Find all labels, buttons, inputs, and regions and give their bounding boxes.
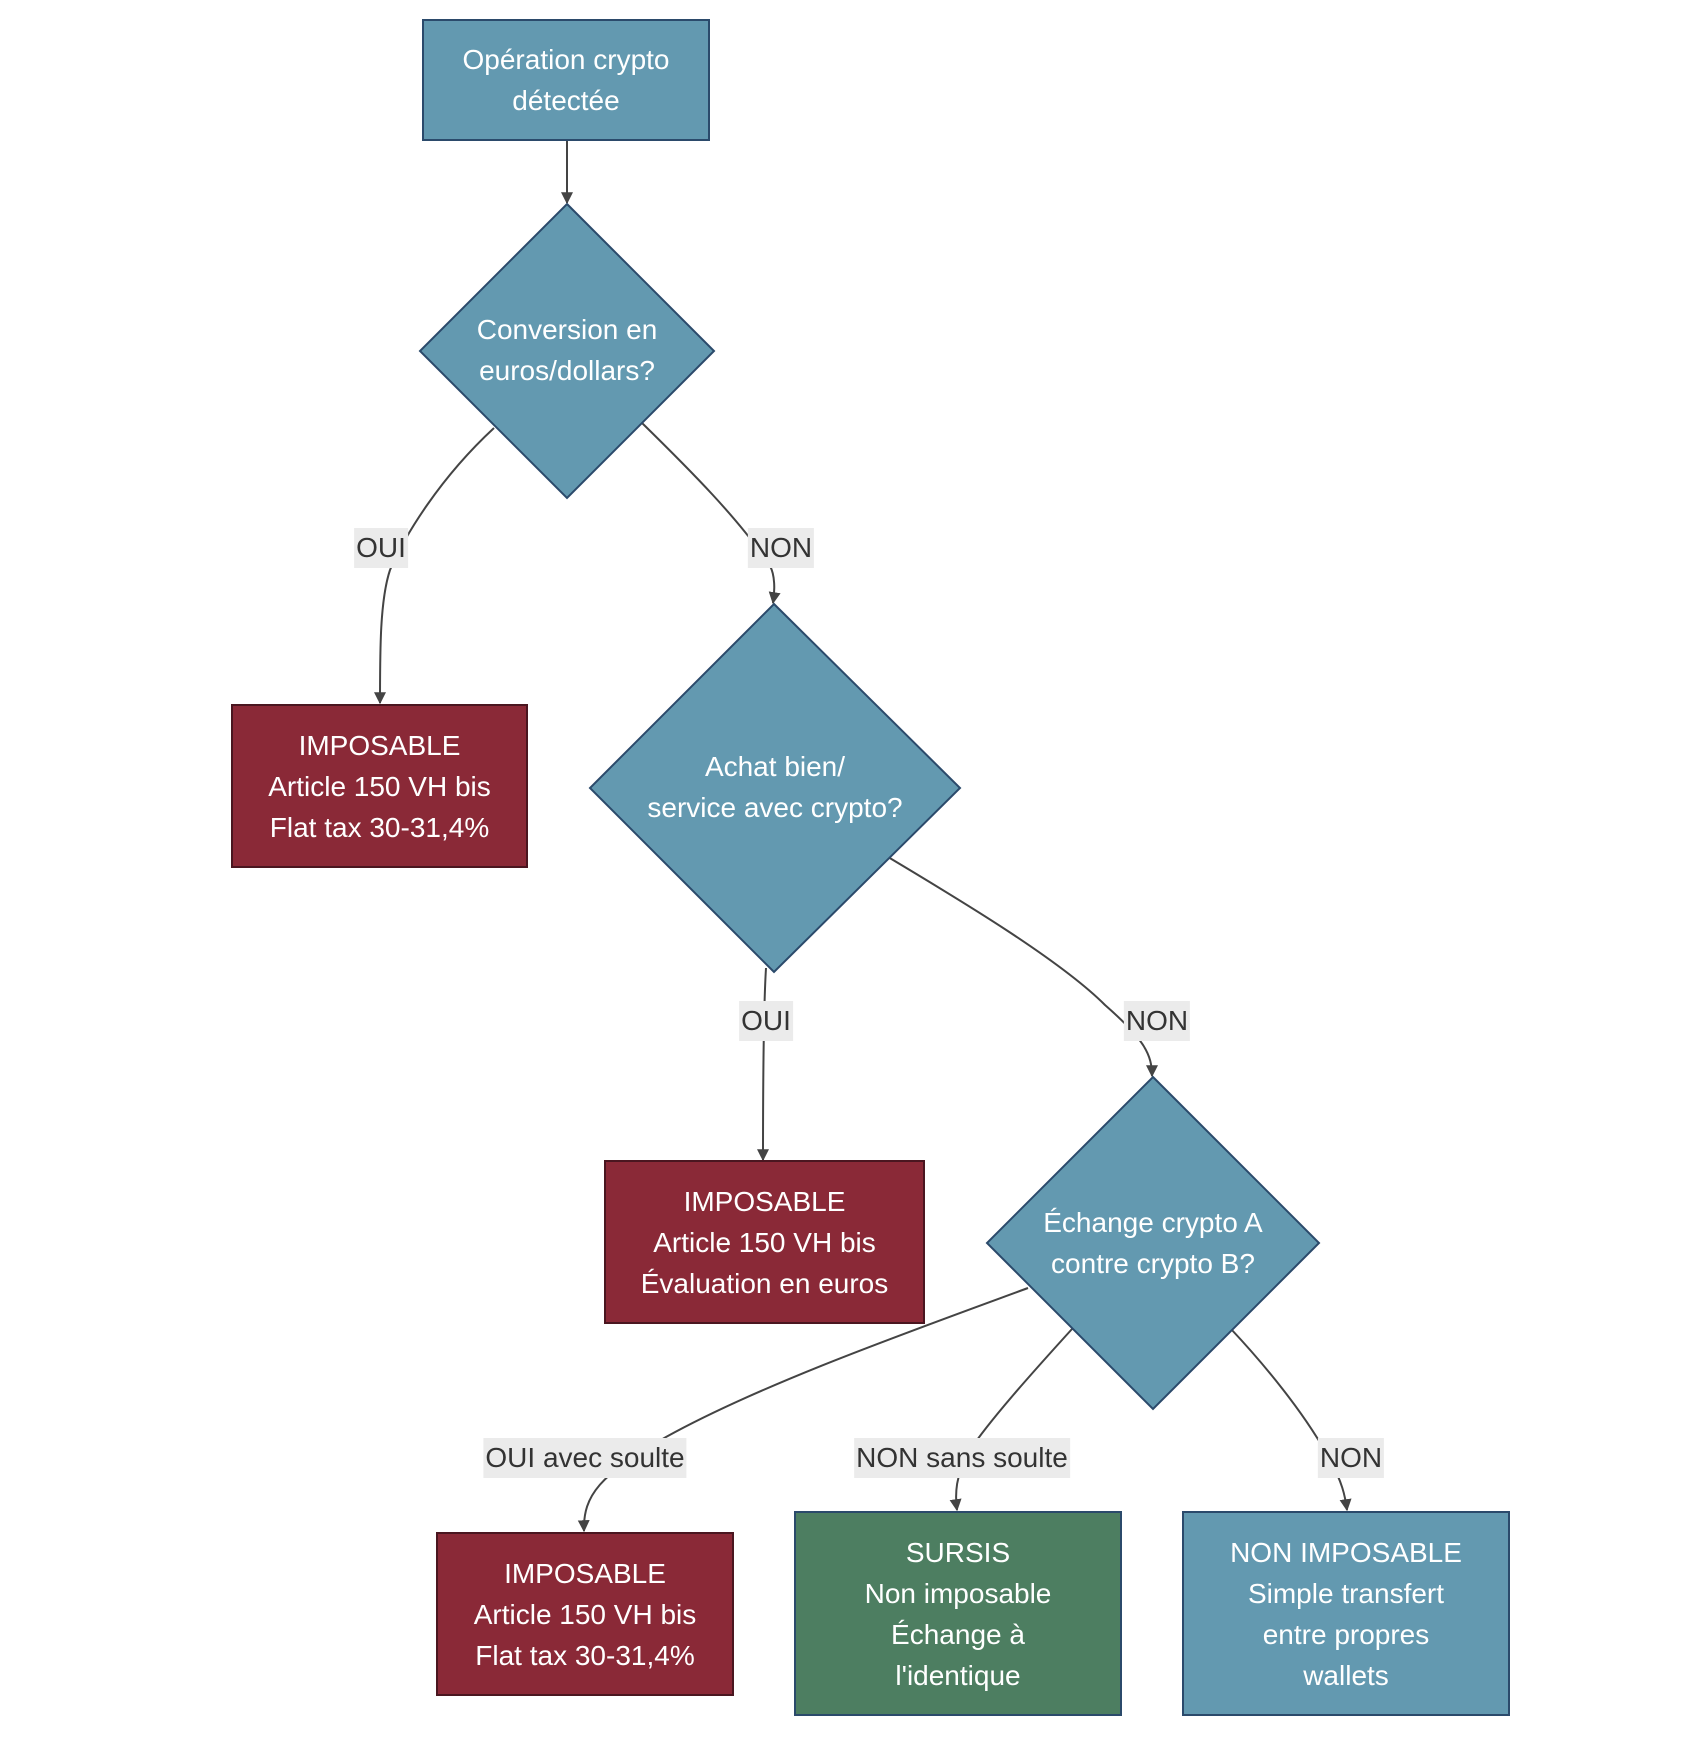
decision-echange-crypto-node (985, 1075, 1321, 1411)
result-non-imposable-node (1182, 1511, 1510, 1716)
edge-label-q1-non: NON (747, 528, 815, 568)
decision-echange-crypto-label: Échange crypto A contre crypto B? (1043, 1207, 1263, 1279)
edge-label-q2-non: NON (1123, 1001, 1191, 1041)
edge-q3-oui-soulte (577, 1287, 1029, 1533)
result-imposable-flat-tax-label: IMPOSABLE Article 150 VH bis Flat tax 30… (268, 729, 491, 843)
result-non-imposable-label: NON IMPOSABLE Simple transfert entre pro… (1230, 1536, 1462, 1691)
edge-label-q2-oui: OUI (739, 1001, 793, 1041)
start-node-label: Opération crypto détectée (462, 44, 670, 116)
result-imposable-evaluation-label: IMPOSABLE Article 150 VH bis Évaluation … (640, 1185, 889, 1299)
result-imposable-evaluation-node (604, 1160, 925, 1324)
decision-achat-bien-node (588, 602, 962, 974)
result-imposable-soulte-label: IMPOSABLE Article 150 VH bis Flat tax 30… (473, 1557, 697, 1671)
edge-q1-oui (374, 427, 495, 705)
decision-achat-bien-label: Achat bien/ service avec crypto? (647, 751, 903, 823)
result-imposable-soulte-node (436, 1532, 734, 1696)
edge-q3-non-sans-soulte (949, 1328, 1073, 1512)
edge-label-q3-non-sans-soulte: NON sans soulte (854, 1438, 1070, 1478)
result-sursis-label: SURSIS Non imposable Échange à l'identiq… (864, 1536, 1052, 1691)
edge-q2-non (887, 856, 1158, 1078)
start-node (422, 19, 710, 141)
edge-label-q3-non: NON (1317, 1438, 1385, 1478)
edge-q1-non (640, 421, 781, 605)
result-sursis-node (794, 1511, 1122, 1716)
edge-q3-non (1230, 1328, 1352, 1512)
edge-label-q3-oui-soulte: OUI avec soulte (483, 1438, 687, 1478)
decision-conversion-node (418, 202, 716, 500)
edge-q2-oui (757, 967, 770, 1162)
edge-label-q1-oui: OUI (354, 528, 408, 568)
decision-conversion-label: Conversion en euros/dollars? (476, 314, 658, 386)
result-imposable-flat-tax-node (231, 704, 528, 868)
